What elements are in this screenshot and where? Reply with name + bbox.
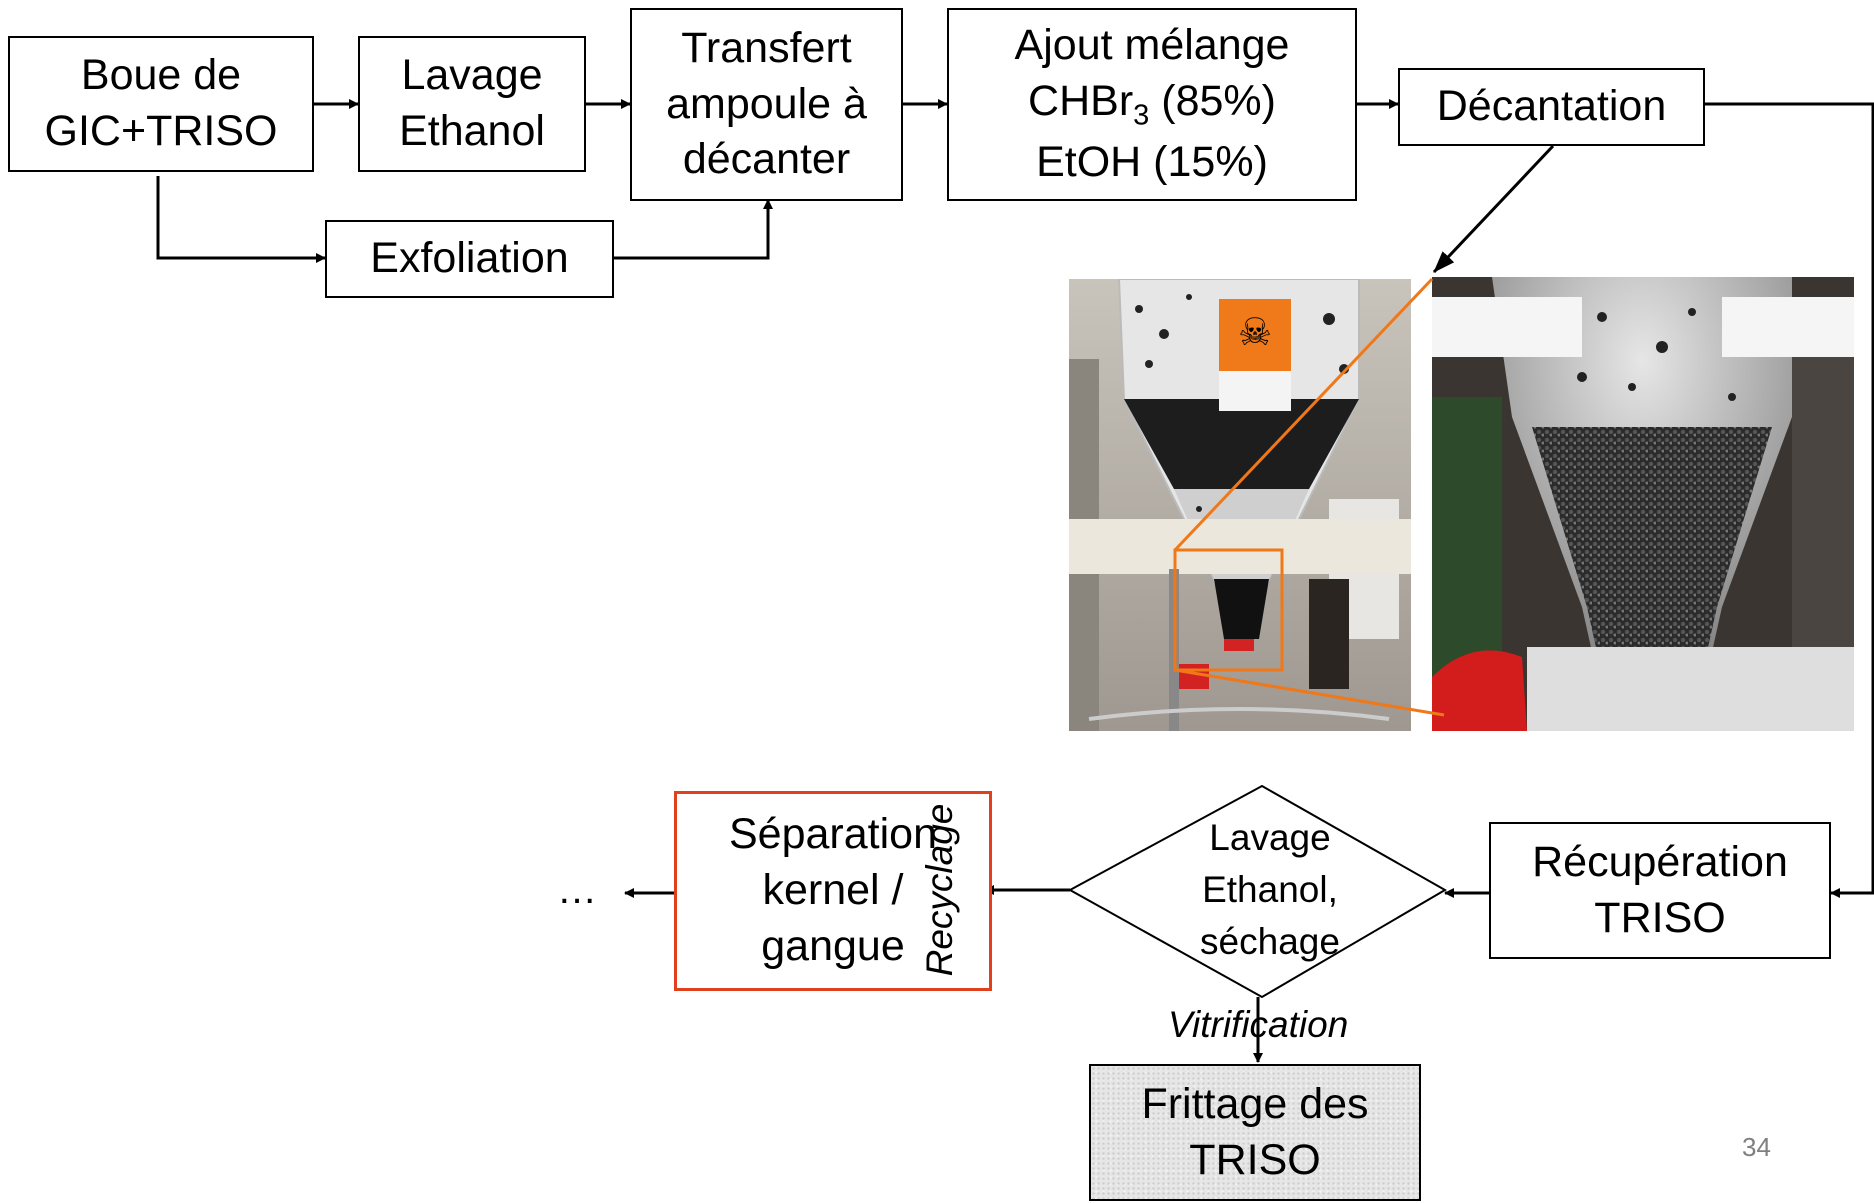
node-frittage-line2: TRISO <box>1189 1135 1321 1184</box>
edge-boue-exfoliation <box>156 176 326 263</box>
node-ajout-line1: Ajout mélange <box>1014 20 1290 69</box>
edge-decantation-recuperation <box>1705 102 1874 898</box>
decision-diamond <box>1067 784 1448 999</box>
node-ajout-chbr: CHBr <box>1028 76 1134 125</box>
node-recuperation-line1: Récupération <box>1532 837 1788 886</box>
svg-text:☠: ☠ <box>1238 310 1272 354</box>
label-recyclage: Recyclage <box>919 803 960 977</box>
edge-exfoliation-transfert <box>614 199 773 260</box>
node-separation-line3: gangue <box>761 921 905 970</box>
node-lavage2-line1: Lavage <box>1209 817 1331 859</box>
slide-number: 34 <box>1742 1132 1771 1162</box>
node-separation: Séparation kernel / gangue <box>674 791 992 991</box>
node-transfert-line2: ampoule à <box>666 79 867 128</box>
photo-separating-funnel: ☠ <box>1069 279 1411 731</box>
node-transfert-line1: Transfert <box>681 23 852 72</box>
node-lavage2-line2: Ethanol, <box>1202 869 1338 911</box>
node-frittage-line1: Frittage des <box>1141 1079 1369 1128</box>
node-ajout-melange: Ajout mélange CHBr3 (85%) EtOH (15%) <box>947 8 1357 201</box>
node-decantation: Décantation <box>1398 68 1705 146</box>
photo-triso-zoom <box>1432 277 1854 731</box>
node-transfert: Transfert ampoule à décanter <box>630 8 903 201</box>
node-transfert-line3: décanter <box>682 135 851 184</box>
node-recuperation-line2: TRISO <box>1594 893 1726 942</box>
node-ajout-pct: (85%) <box>1149 76 1276 125</box>
node-lavage2-line3: séchage <box>1200 920 1340 962</box>
edge-decantation-photo <box>1432 144 1555 274</box>
node-separation-line1: Séparation <box>729 810 937 859</box>
node-decantation-label: Décantation <box>1436 82 1667 131</box>
node-ajout-line2: CHBr3 (85%) <box>1015 74 1290 135</box>
node-ajout-line3: EtOH (15%) <box>1036 138 1268 187</box>
node-exfoliation: Exfoliation <box>325 220 614 298</box>
node-exfoliation-label: Exfoliation <box>370 234 569 283</box>
node-separation-line2: kernel / <box>762 866 904 915</box>
node-lavage-line2: Ethanol <box>399 107 545 155</box>
node-boue-line2: GIC+TRISO <box>44 107 278 155</box>
node-ajout-sub: 3 <box>1133 99 1150 132</box>
node-boue-line1: Boue de <box>80 51 242 100</box>
label-vitrification: Vitrification <box>1168 1004 1349 1045</box>
label-ellipsis: … <box>557 868 597 912</box>
node-lavage-line1: Lavage <box>401 51 543 100</box>
node-boue: Boue de GIC+TRISO <box>8 36 314 172</box>
